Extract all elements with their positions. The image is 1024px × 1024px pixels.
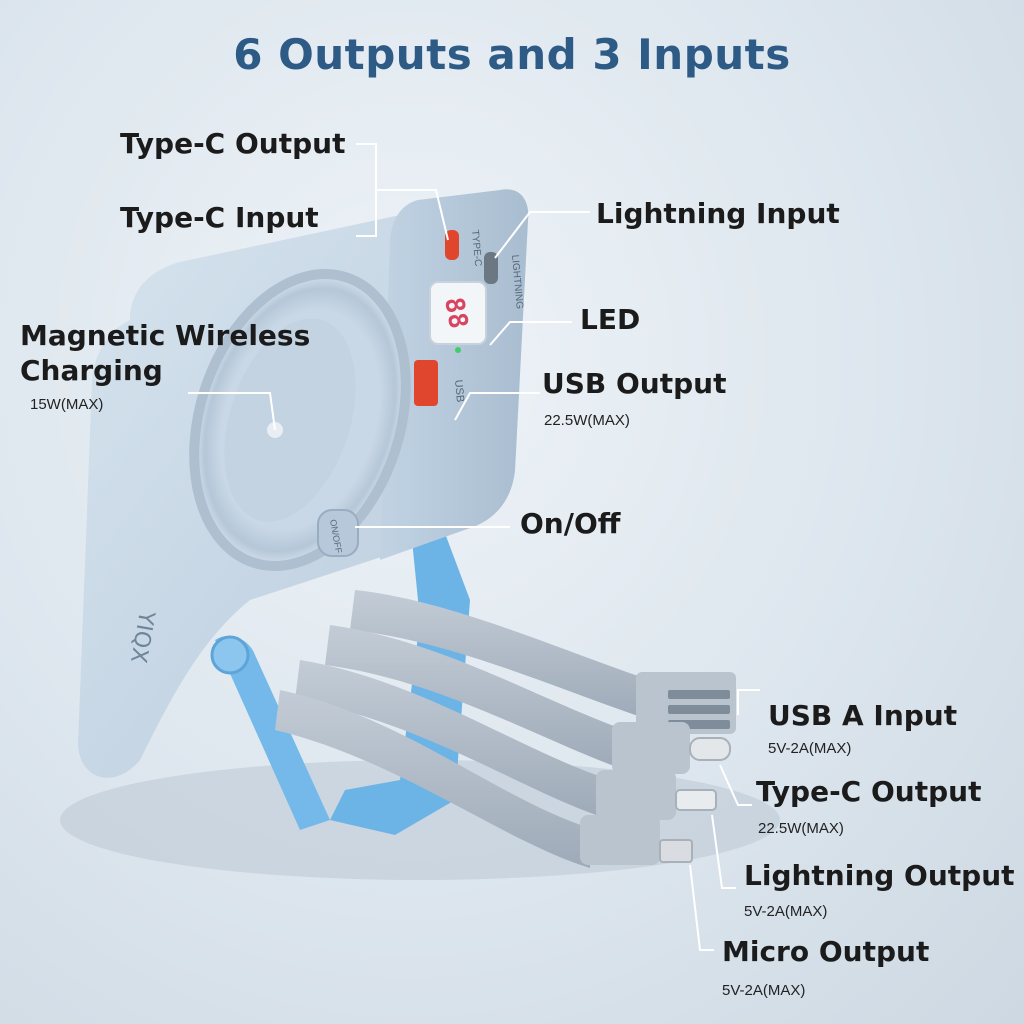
- power-button-icon: [317, 509, 359, 557]
- callout-on-off: On/Off: [520, 507, 621, 540]
- led-display: [429, 281, 487, 345]
- callout-type-c-output-top: Type-C Output: [120, 127, 346, 160]
- svg-text:USB: USB: [452, 379, 466, 403]
- callout-usb-a-input: USB A Input: [768, 699, 958, 732]
- callout-led: LED: [580, 303, 641, 336]
- callout-type-c-output-cable-spec: 22.5W(MAX): [758, 820, 844, 837]
- power-bank-body: YIQX: [78, 189, 529, 778]
- callout-usb-output: USB Output: [542, 367, 727, 400]
- page-title: 6 Outputs and 3 Inputs: [233, 30, 791, 79]
- usb-port-icon: [414, 360, 438, 406]
- callout-micro-output-spec: 5V-2A(MAX): [722, 982, 806, 999]
- svg-text:LIGHTNING: LIGHTNING: [509, 254, 525, 309]
- callout-usb-a-input-spec: 5V-2A(MAX): [768, 740, 852, 757]
- svg-text:88: 88: [438, 295, 473, 331]
- callout-micro-output: Micro Output: [722, 935, 930, 968]
- connector-heads: [580, 672, 736, 865]
- callout-type-c-input: Type-C Input: [120, 201, 319, 234]
- callout-lightning-output-spec: 5V-2A(MAX): [744, 903, 828, 920]
- side-ports: TYPE-C LIGHTNING 88 USB ON/OFF: [317, 229, 525, 557]
- magnetic-ring: [189, 269, 411, 571]
- callout-type-c-output-cable: Type-C Output: [756, 775, 982, 808]
- type-c-port-icon: [445, 230, 459, 260]
- callout-magnetic-wireless-line1: Magnetic Wireless: [20, 319, 311, 352]
- callout-magnetic-wireless-spec: 15W(MAX): [30, 396, 104, 413]
- callout-lightning-output: Lightning Output: [744, 859, 1015, 892]
- lightning-port-icon: [484, 252, 498, 284]
- svg-text:TYPE-C: TYPE-C: [469, 229, 483, 266]
- callout-magnetic-wireless-line2: Charging: [20, 354, 163, 387]
- callout-usb-output-spec: 22.5W(MAX): [544, 412, 630, 429]
- cables: [275, 590, 650, 868]
- callout-lightning-input: Lightning Input: [596, 197, 840, 230]
- leader-lines: [188, 143, 760, 951]
